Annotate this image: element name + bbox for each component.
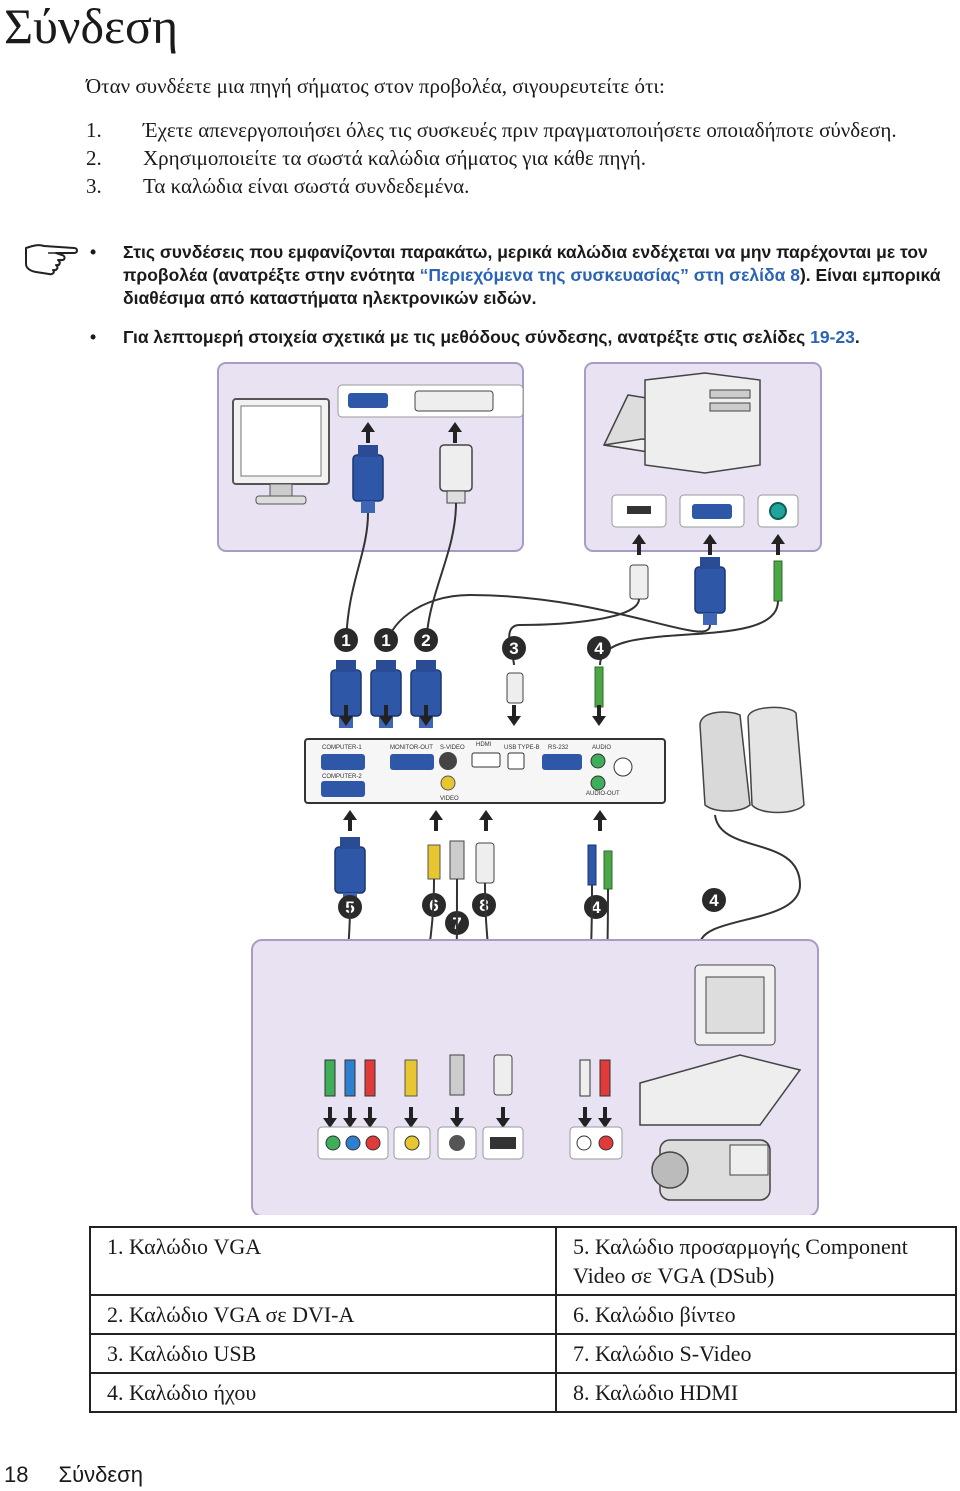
list-number: 2. xyxy=(86,146,102,170)
usb-b-plug xyxy=(506,672,524,704)
usb-port-icon xyxy=(627,506,651,514)
camcorder-icon xyxy=(651,1139,771,1201)
connection-diagram: 1 1 2 3 4 COMPUTER-1 MONITOR-OUT S-VIDEO xyxy=(217,362,822,1215)
source-ports xyxy=(317,1126,623,1160)
callout: 4 xyxy=(591,898,601,917)
port-label: VIDEO xyxy=(440,796,459,802)
monitor-icon xyxy=(232,398,330,505)
desktop-tower-icon xyxy=(644,372,761,474)
callout: 4 xyxy=(594,639,604,658)
media-device-icon xyxy=(694,964,776,1046)
port-label: AUDIO xyxy=(592,745,611,751)
pointing-hand-icon xyxy=(25,244,78,276)
checklist: 1. Έχετε απενεργοποιήσει όλες τις συσκευ… xyxy=(86,116,926,200)
legend-cell: 4. Καλώδιο ήχου xyxy=(89,1372,557,1413)
footer-section: Σύνδεση xyxy=(58,1462,143,1487)
list-item: 1. Έχετε απενεργοποιήσει όλες τις συσκευ… xyxy=(86,116,926,144)
legend-cell: 7. Καλώδιο S-Video xyxy=(555,1333,957,1374)
rca-video-plug xyxy=(404,1059,418,1097)
usb-plug xyxy=(629,564,649,600)
note-text: Για λεπτομερή στοιχεία σχετικά με τις με… xyxy=(123,327,811,347)
projector-back-panel xyxy=(304,738,666,804)
audio-plug xyxy=(603,850,613,890)
audio-plug xyxy=(594,666,604,708)
callout: 1 xyxy=(381,631,390,650)
port-label: MONITOR-OUT xyxy=(390,745,433,751)
audio-plug xyxy=(587,844,597,886)
bullet: • xyxy=(90,327,97,347)
note-text: . xyxy=(854,327,860,347)
table-row: 4. Καλώδιο ήχου 8. Καλώδιο HDMI xyxy=(89,1372,957,1413)
notes: • Στις συνδέσεις που εμφανίζονται παρακά… xyxy=(90,241,954,349)
legend-cell: 5. Καλώδιο προσαρμογής Component Video σ… xyxy=(555,1226,957,1296)
dvi-port-icon xyxy=(414,390,494,412)
speakers-icon xyxy=(699,706,805,814)
legend-cell: 8. Καλώδιο HDMI xyxy=(555,1372,957,1413)
note-text: ). Είναι εμπορικά διαθέσιμα από καταστήμ… xyxy=(123,265,941,308)
port-label: HDMI xyxy=(476,742,492,748)
table-row: 3. Καλώδιο USB 7. Καλώδιο S-Video xyxy=(89,1333,957,1374)
list-item: 3. Τα καλώδια είναι σωστά συνδεδεμένα. xyxy=(86,172,926,200)
port-label: COMPUTER-1 xyxy=(322,745,362,751)
intro-text: Όταν συνδέετε μια πηγή σήματος στον προβ… xyxy=(86,74,665,98)
port-label: S-VIDEO xyxy=(440,745,465,751)
callout: 1 xyxy=(341,631,350,650)
callouts-upper: 1 1 2 3 4 xyxy=(334,628,611,660)
audio-plug xyxy=(773,560,783,602)
rca-audio-plug xyxy=(599,1059,611,1097)
vga-plug-computer xyxy=(694,556,726,626)
port-label: AUDIO-OUT xyxy=(586,791,620,797)
page-footer: 18 Σύνδεση xyxy=(4,1462,173,1488)
list-number: 1. xyxy=(86,118,102,142)
dvd-player-icon xyxy=(639,1054,802,1126)
dvi-plug xyxy=(439,444,473,504)
vga-port-icon xyxy=(692,504,732,519)
hdmi-plug xyxy=(475,842,495,884)
legend-cell: 1. Καλώδιο VGA xyxy=(89,1226,557,1296)
legend-table: 1. Καλώδιο VGA 5. Καλώδιο προσαρμογής Co… xyxy=(89,1226,957,1413)
list-item: 2. Χρησιμοποιείτε τα σωστά καλώδια σήματ… xyxy=(86,144,926,172)
list-text: Έχετε απενεργοποιήσει όλες τις συσκευές … xyxy=(143,118,897,142)
legend-cell: 2. Καλώδιο VGA σε DVI-A xyxy=(89,1294,557,1335)
svideo-plug xyxy=(449,840,465,880)
port-label: USB TYPE-B xyxy=(504,745,540,751)
table-row: 1. Καλώδιο VGA 5. Καλώδιο προσαρμογής Co… xyxy=(89,1226,957,1296)
page-title: Σύνδεση xyxy=(4,0,179,54)
audio-port-icon xyxy=(769,502,787,520)
pages-link[interactable]: 19-23 xyxy=(810,327,855,347)
svideo-plug xyxy=(449,1054,465,1096)
list-text: Τα καλώδια είναι σωστά συνδεδεμένα. xyxy=(143,174,470,198)
callout: 8 xyxy=(479,896,488,915)
page-number: 18 xyxy=(4,1462,29,1487)
rca-audio-plug xyxy=(579,1059,591,1097)
note-item: • Για λεπτομερή στοιχεία σχετικά με τις … xyxy=(90,326,954,349)
callout: 3 xyxy=(509,639,518,658)
callouts-lower: 5 6 7 8 4 4 xyxy=(338,888,726,935)
port-label: RS-232 xyxy=(548,745,569,751)
table-row: 2. Καλώδιο VGA σε DVI-A 6. Καλώδιο βίντε… xyxy=(89,1294,957,1335)
callout: 2 xyxy=(421,631,430,650)
rca-video-plug xyxy=(427,844,441,880)
port-label: COMPUTER-2 xyxy=(322,774,362,780)
legend-cell: 3. Καλώδιο USB xyxy=(89,1333,557,1374)
vga-port-icon xyxy=(348,393,388,408)
callout: 4 xyxy=(709,891,719,910)
note-text: Στις συνδέσεις που εμφανίζονται παρακάτω… xyxy=(123,242,928,285)
package-contents-link[interactable]: “Περιεχόμενα της συσκευασίας” στη σελίδα… xyxy=(419,265,800,285)
component-plugs xyxy=(324,1059,376,1097)
note-item: • Στις συνδέσεις που εμφανίζονται παρακά… xyxy=(90,241,954,310)
bullet: • xyxy=(90,242,97,262)
hdmi-plug xyxy=(493,1054,513,1096)
list-number: 3. xyxy=(86,174,102,198)
legend-cell: 6. Καλώδιο βίντεο xyxy=(555,1294,957,1335)
list-text: Χρησιμοποιείτε τα σωστά καλώδια σήματος … xyxy=(143,146,647,170)
